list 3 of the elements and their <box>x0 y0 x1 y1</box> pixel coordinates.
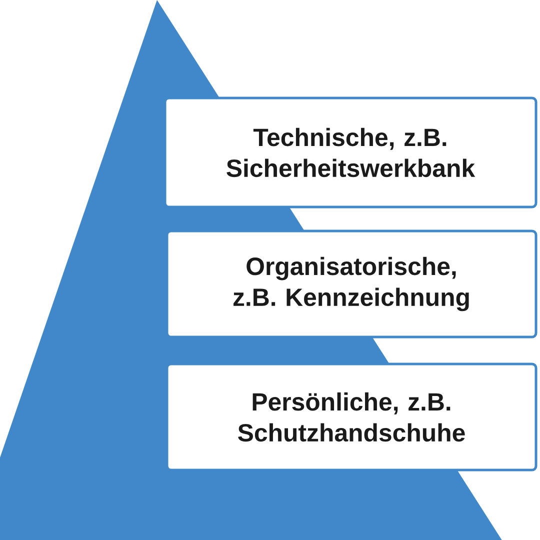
text-box: Organisatorische, z.B. Kennzeichnung <box>166 230 538 338</box>
text-box: Technische, z.B. Sicherheitswerkbank <box>164 96 538 208</box>
text-box: Persönliche, z.B. Schutzhandschuhe <box>166 362 538 472</box>
